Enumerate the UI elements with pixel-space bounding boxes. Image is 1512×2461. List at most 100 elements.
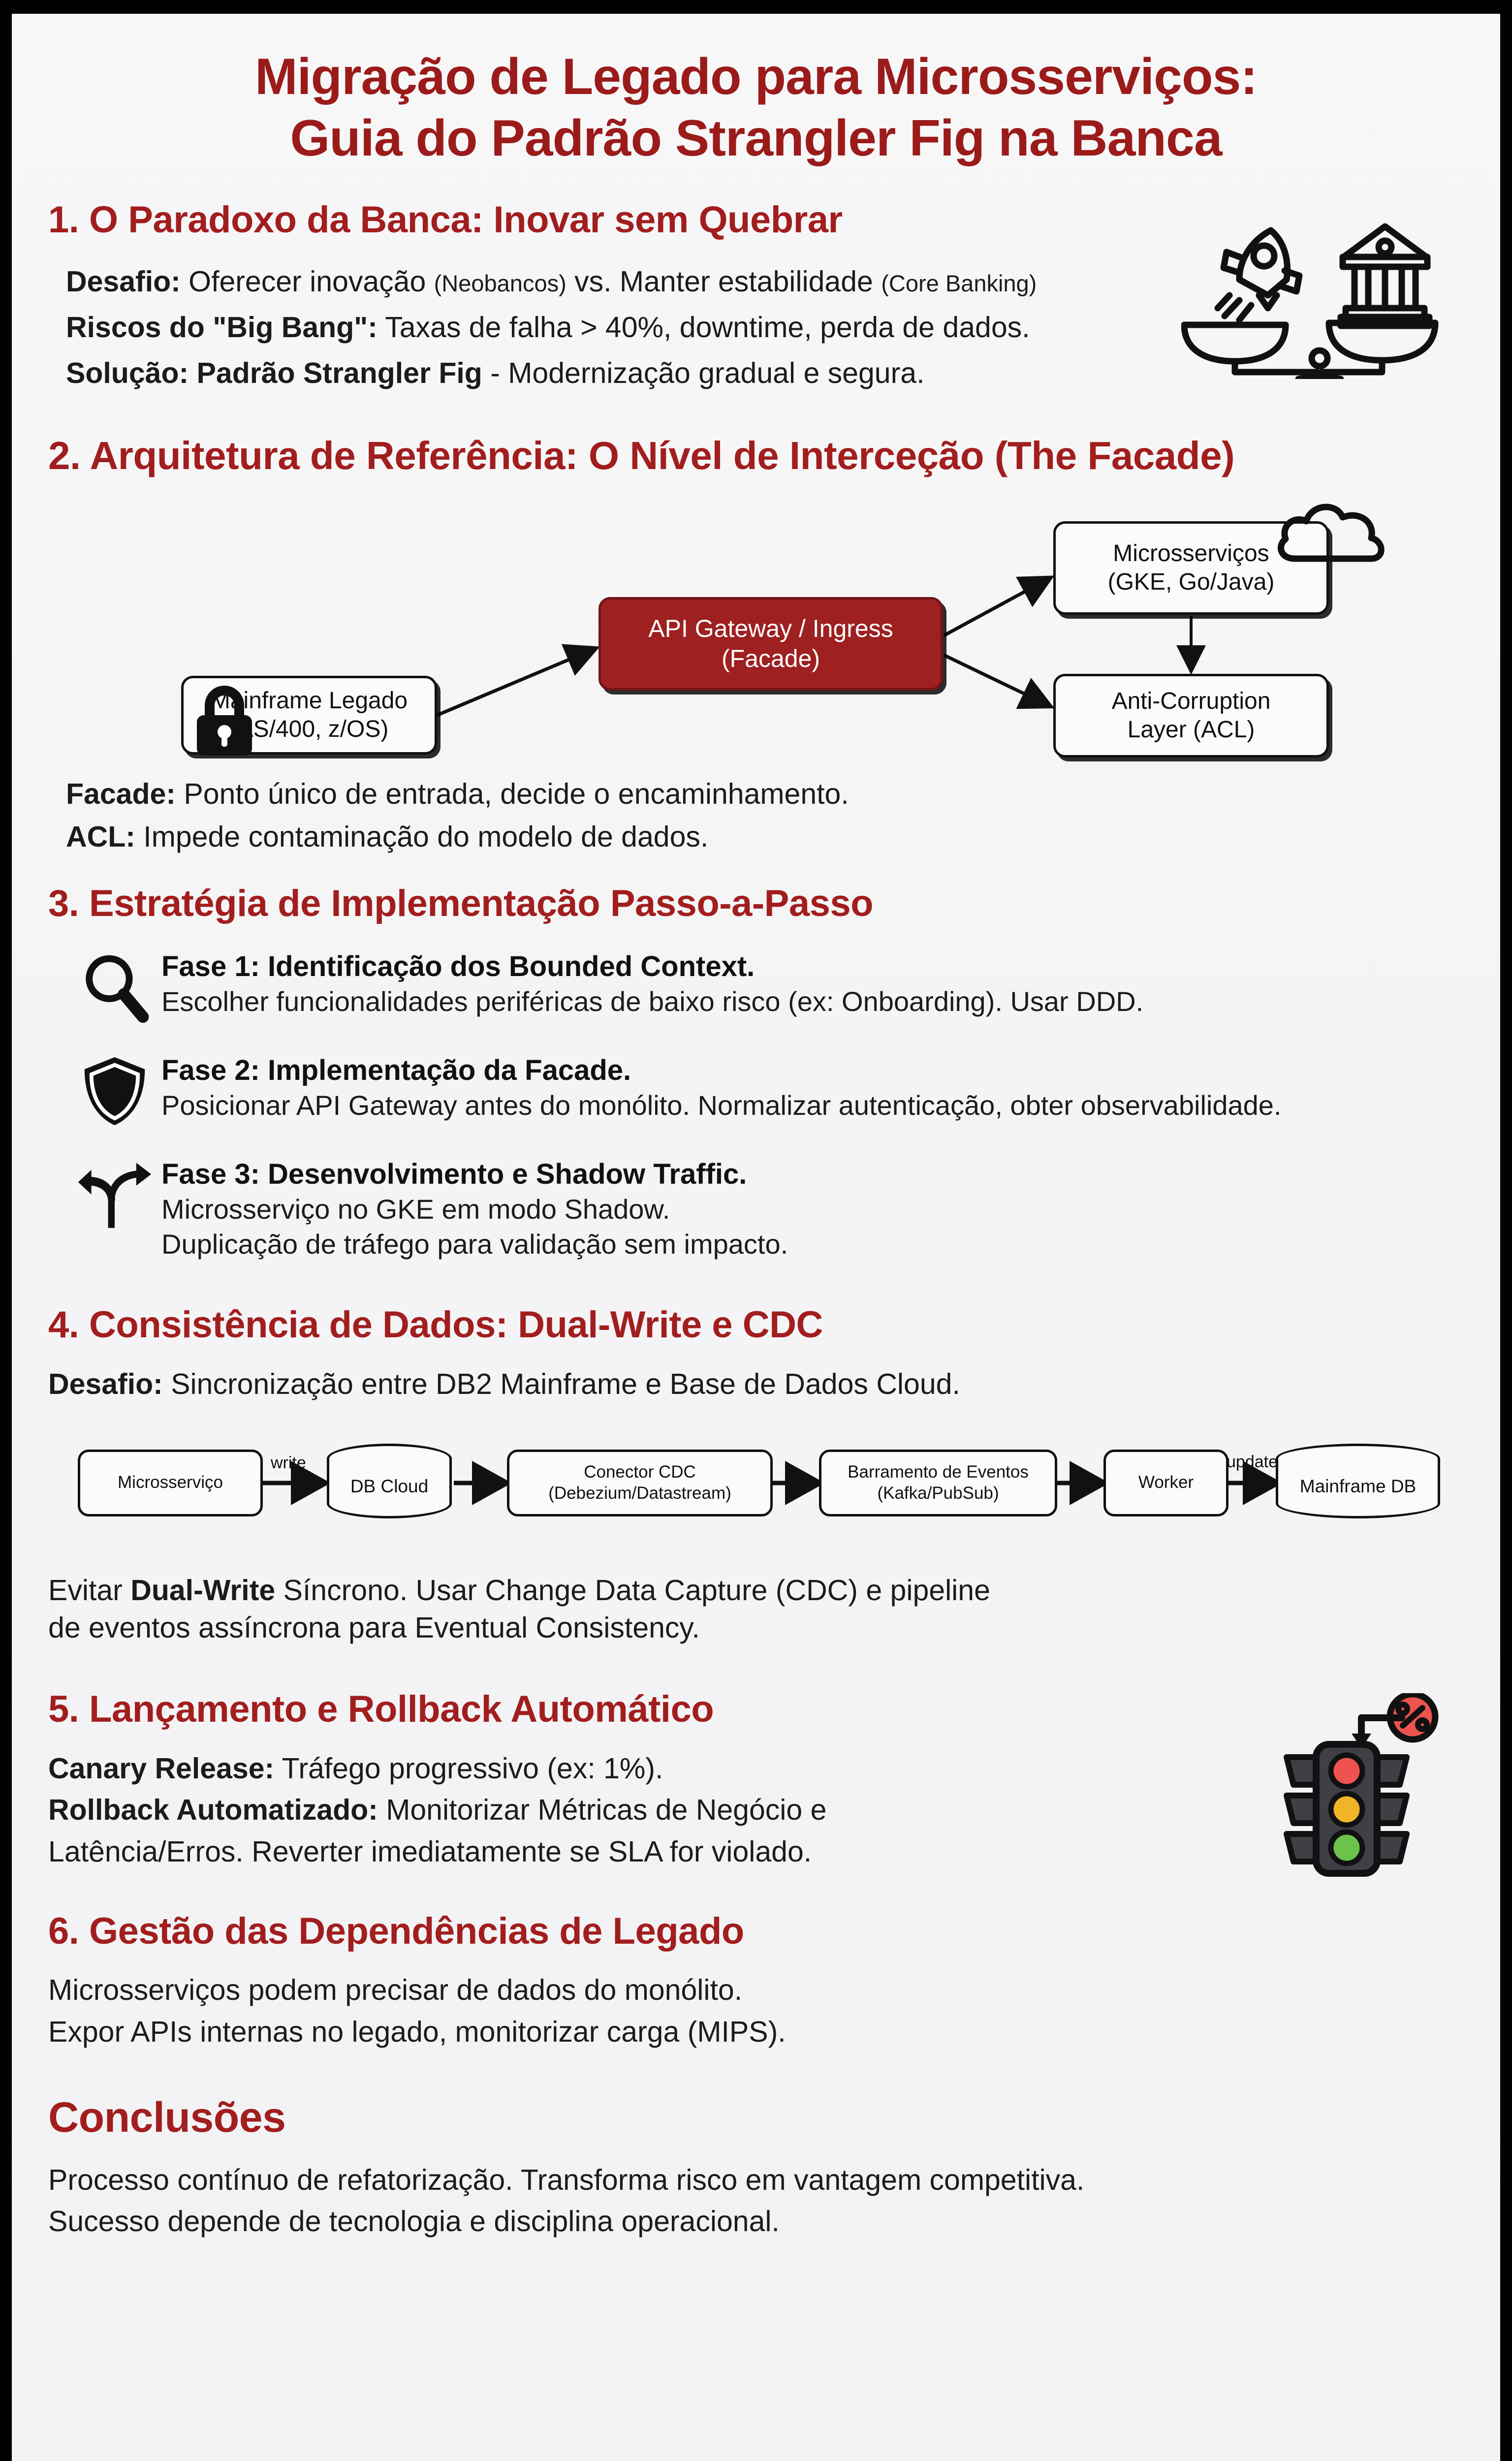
section1-row-solucao: Solução: Padrão Strangler Fig - Moderniz… bbox=[66, 354, 1464, 392]
section1-solucao-label: Solução: Padrão Strangler Fig bbox=[66, 356, 482, 389]
note-facade-label: Facade: bbox=[66, 778, 176, 811]
conclusions-line-2: Sucesso depende de tecnologia e discipli… bbox=[48, 2205, 780, 2238]
shield-icon bbox=[68, 1051, 161, 1133]
section1-riscos-text: Taxas de falha > 40%, downtime, perda de… bbox=[377, 311, 1030, 344]
lock-icon bbox=[192, 684, 257, 757]
pipe-node-conector-line2: (Debezium/Datastream) bbox=[548, 1483, 731, 1503]
conclusions-lines: Processo contínuo de refatorização. Tran… bbox=[48, 2161, 1464, 2240]
cloud-icon bbox=[1274, 493, 1402, 567]
section4-desafio: Desafio: Sincronização entre DB2 Mainfra… bbox=[48, 1365, 1464, 1403]
section-arquitetura: 2. Arquitetura de Referência: O Nível de… bbox=[48, 433, 1464, 856]
section5-lines: Canary Release: Tráfego progressivo (ex:… bbox=[48, 1750, 1464, 1871]
pipe-node-barramento-line2: (Kafka/PubSub) bbox=[877, 1483, 999, 1503]
section4-desafio-label: Desafio: bbox=[48, 1367, 163, 1400]
section4-heading: 4. Consistência de Dados: Dual-Write e C… bbox=[48, 1304, 823, 1346]
node-api-gateway[interactable]: API Gateway / Ingress (Facade) bbox=[598, 597, 943, 691]
section5-latencia: Latência/Erros. Reverter imediatamente s… bbox=[48, 1835, 812, 1868]
architecture-diagram: Mainframe Legado (AS/400, z/OS) API Gate… bbox=[48, 493, 1464, 768]
node-mainframe-line2: (AS/400, z/OS) bbox=[229, 716, 389, 743]
node-anti-corruption-layer[interactable]: Anti-Corruption Layer (ACL) bbox=[1053, 674, 1329, 758]
conclusions-line-1: Processo contínuo de refatorização. Tran… bbox=[48, 2163, 1085, 2196]
conclusions-heading: Conclusões bbox=[48, 2093, 286, 2141]
pipe-cylinder-db-cloud-label: DB Cloud bbox=[350, 1476, 429, 1496]
phase-3-line-1: Microsserviço no GKE em modo Shadow. bbox=[161, 1194, 670, 1225]
note-facade-text: Ponto único de entrada, decide o encamin… bbox=[175, 778, 849, 811]
pipe-cylinder-mainframe-db[interactable]: Mainframe DB bbox=[1276, 1443, 1440, 1518]
section1-paren-neobancos: (Neobancos) bbox=[434, 270, 567, 297]
page-title: Migração de Legado para Microsserviços: … bbox=[48, 14, 1464, 169]
section1-row-desafio: Desafio: Oferecer inovação (Neobancos) v… bbox=[66, 263, 1464, 301]
section1-desafio-b: vs. Manter estabilidade bbox=[566, 265, 882, 298]
pipe-node-microsservico[interactable]: Microsserviço bbox=[78, 1449, 263, 1516]
phase-2-line-1: Posicionar API Gateway antes do monólito… bbox=[161, 1090, 1282, 1121]
section5-rollback: Rollback Automatizado: Monitorizar Métri… bbox=[48, 1791, 1464, 1829]
section1-heading: 1. O Paradoxo da Banca: Inovar sem Quebr… bbox=[48, 198, 843, 241]
cylinder-shape bbox=[1276, 1443, 1440, 1518]
section1-riscos-label: Riscos do "Big Bang": bbox=[66, 311, 378, 344]
cylinder-shape bbox=[327, 1443, 452, 1518]
evitar-a: Evitar bbox=[48, 1574, 131, 1607]
section-conclusoes: Conclusões Processo contínuo de refatori… bbox=[48, 2093, 1464, 2240]
node-acl-line1: Anti-Corruption bbox=[1111, 688, 1271, 714]
section-lancamento-rollback: 5. Lançamento e Rollback Automático bbox=[48, 1688, 1464, 1877]
pipe-node-conector-line1: Conector CDC bbox=[584, 1462, 696, 1482]
section1-desafio-a: Oferecer inovação bbox=[180, 265, 434, 298]
section5-canary-label: Canary Release: bbox=[48, 1752, 275, 1785]
section-paradoxo: 1. O Paradoxo da Banca: Inovar sem Quebr… bbox=[48, 199, 1464, 392]
title-line-1: Migração de Legado para Microsserviços: bbox=[255, 48, 1258, 105]
traffic-light-yellow bbox=[1328, 1791, 1365, 1828]
section6-line-2: Expor APIs internas no legado, monitoriz… bbox=[48, 2016, 786, 2048]
cdc-pipeline-diagram: Microsserviço DB Cloud Conector CDC (Deb… bbox=[48, 1424, 1464, 1537]
section6-line-1: Microsserviços podem precisar de dados d… bbox=[48, 1974, 743, 2007]
phase-1-line-1: Escolher funcionalidades periféricas de … bbox=[161, 986, 1144, 1017]
pipe-node-microsservico-label: Microsserviço bbox=[118, 1473, 223, 1492]
section4-evitar-line-1: Evitar Dual-Write Síncrono. Usar Change … bbox=[48, 1572, 1464, 1609]
pipe-cylinder-mainframe-db-label: Mainframe DB bbox=[1299, 1476, 1417, 1496]
section-dependencias-legado: 6. Gestão das Dependências de Legado Mic… bbox=[48, 1910, 1464, 2051]
architecture-arrows bbox=[436, 575, 1206, 717]
pipe-cylinder-db-cloud[interactable]: DB Cloud bbox=[327, 1443, 452, 1518]
section-estrategia: 3. Estratégia de Implementação Passo-a-P… bbox=[48, 883, 1464, 1262]
pipe-node-conector-cdc[interactable]: Conector CDC (Debezium/Datastream) bbox=[507, 1449, 773, 1516]
section3-heading: 3. Estratégia de Implementação Passo-a-P… bbox=[48, 882, 874, 924]
cdc-pipeline-arrows bbox=[263, 1460, 1283, 1505]
section4-evitar-line-2: de eventos assíncrona para Eventual Cons… bbox=[48, 1611, 700, 1644]
fork-arrows-icon bbox=[68, 1155, 161, 1236]
phase-1-body: Fase 1: Identificação dos Bounded Contex… bbox=[161, 947, 1143, 1019]
section1-row-riscos: Riscos do "Big Bang": Taxas de falha > 4… bbox=[66, 309, 1464, 347]
top-black-bar bbox=[0, 0, 1512, 14]
phase-1: Fase 1: Identificação dos Bounded Contex… bbox=[48, 947, 1464, 1029]
evitar-c: Síncrono. Usar Change Data Capture (CDC)… bbox=[275, 1574, 990, 1607]
section2-notes: Facade: Ponto único de entrada, decide o… bbox=[48, 775, 1464, 855]
traffic-light-icon bbox=[1239, 1691, 1446, 1890]
pipe-node-worker[interactable]: Worker bbox=[1103, 1449, 1228, 1516]
section1-lines: Desafio: Oferecer inovação (Neobancos) v… bbox=[48, 263, 1464, 392]
node-gateway-line2: (Facade) bbox=[721, 645, 820, 673]
section6-heading: 6. Gestão das Dependências de Legado bbox=[48, 1910, 744, 1952]
phase-2-title: Fase 2: Implementação da Facade. bbox=[161, 1054, 631, 1087]
section-consistencia: 4. Consistência de Dados: Dual-Write e C… bbox=[48, 1304, 1464, 1647]
phase-3-title: Fase 3: Desenvolvimento e Shadow Traffic… bbox=[161, 1158, 747, 1191]
node-micro-line1: Microsserviços bbox=[1113, 540, 1269, 567]
pipe-node-barramento-line1: Barramento de Eventos bbox=[848, 1462, 1029, 1482]
phase-2: Fase 2: Implementação da Facade. Posicio… bbox=[48, 1051, 1464, 1133]
magnifier-icon bbox=[68, 947, 161, 1029]
traffic-light-green bbox=[1328, 1829, 1365, 1866]
section5-canary: Canary Release: Tráfego progressivo (ex:… bbox=[48, 1750, 1464, 1788]
section1-paren-corebanking: (Core Banking) bbox=[881, 270, 1037, 297]
section2-heading: 2. Arquitetura de Referência: O Nível de… bbox=[48, 434, 1235, 478]
pipe-node-barramento-eventos[interactable]: Barramento de Eventos (Kafka/PubSub) bbox=[819, 1449, 1057, 1516]
node-micro-line2: (GKE, Go/Java) bbox=[1107, 569, 1275, 596]
pipe-edge-label-write: write bbox=[271, 1453, 306, 1472]
title-line-2: Guia do Padrão Strangler Fig na Banca bbox=[290, 109, 1222, 167]
phase-3: Fase 3: Desenvolvimento e Shadow Traffic… bbox=[48, 1155, 1464, 1262]
note-facade: Facade: Ponto único de entrada, decide o… bbox=[66, 775, 1464, 813]
node-gateway-line1: API Gateway / Ingress bbox=[648, 615, 893, 643]
note-acl-label: ACL: bbox=[66, 820, 135, 853]
section4-evitar-block: Evitar Dual-Write Síncrono. Usar Change … bbox=[48, 1572, 1464, 1647]
phase-3-line-2: Duplicação de tráfego para validação sem… bbox=[161, 1228, 788, 1260]
node-acl-line2: Layer (ACL) bbox=[1127, 717, 1255, 743]
balance-scale-icon bbox=[1181, 217, 1457, 382]
section5-rollback-label: Rollback Automatizado: bbox=[48, 1794, 378, 1827]
